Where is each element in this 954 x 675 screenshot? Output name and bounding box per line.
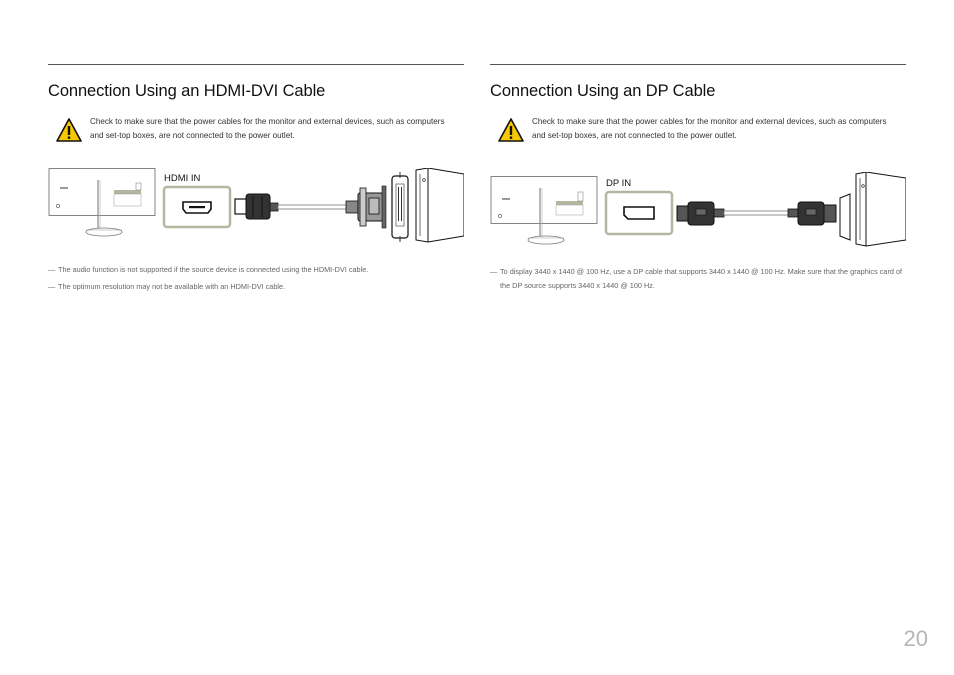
dp-port-icon [604,190,674,236]
note-marker: ― [490,267,498,276]
note-item: ―To display 3440 x 1440 @ 100 Hz, use a … [490,267,903,290]
section-title: Connection Using an HDMI-DVI Cable [48,82,326,100]
section-title: Connection Using an DP Cable [490,82,716,100]
dp-plug-icon [676,201,725,226]
section-dp: Connection Using an DP Cable Check to ma… [490,64,907,290]
hdmi-port-icon [162,185,232,229]
note-marker: ― [48,265,56,274]
page-number: 20 [903,626,928,651]
caution-block: Check to make sure that the power cables… [48,117,464,149]
notes: ―The audio function is not supported if … [48,263,464,297]
diagram-illustration [490,171,907,247]
dvi-port-icon [391,172,409,242]
hdmi-plug-icon [234,193,279,220]
port-label: DP IN [606,178,632,189]
connection-diagram-dp: DP IN [490,171,907,252]
note-item: ―The optimum resolution may not be avail… [48,280,464,294]
dvi-plug-icon [345,185,387,229]
port-label: HDMI IN [164,173,201,184]
diagram-illustration [48,167,465,243]
connection-diagram-hdmi-dvi: HDMI IN [48,167,465,248]
pc-tower-icon [415,167,465,243]
dp-plug-icon [787,201,837,226]
pc-tower-icon [855,171,907,247]
monitor-icon [48,168,156,237]
note-marker: ― [48,282,56,291]
caution-text: Check to make sure that the power cables… [532,117,887,140]
notes: ―To display 3440 x 1440 @ 100 Hz, use a … [490,265,906,296]
monitor-icon [490,176,598,245]
warning-icon [56,118,82,142]
section-rule [490,64,906,65]
section-hdmi-dvi: Connection Using an HDMI-DVI Cable Check… [48,64,465,291]
caution-block: Check to make sure that the power cables… [490,117,906,149]
note-item: ―The audio function is not supported if … [48,263,464,277]
warning-icon [498,118,524,142]
caution-text: Check to make sure that the power cables… [90,117,445,140]
section-rule [48,64,464,65]
